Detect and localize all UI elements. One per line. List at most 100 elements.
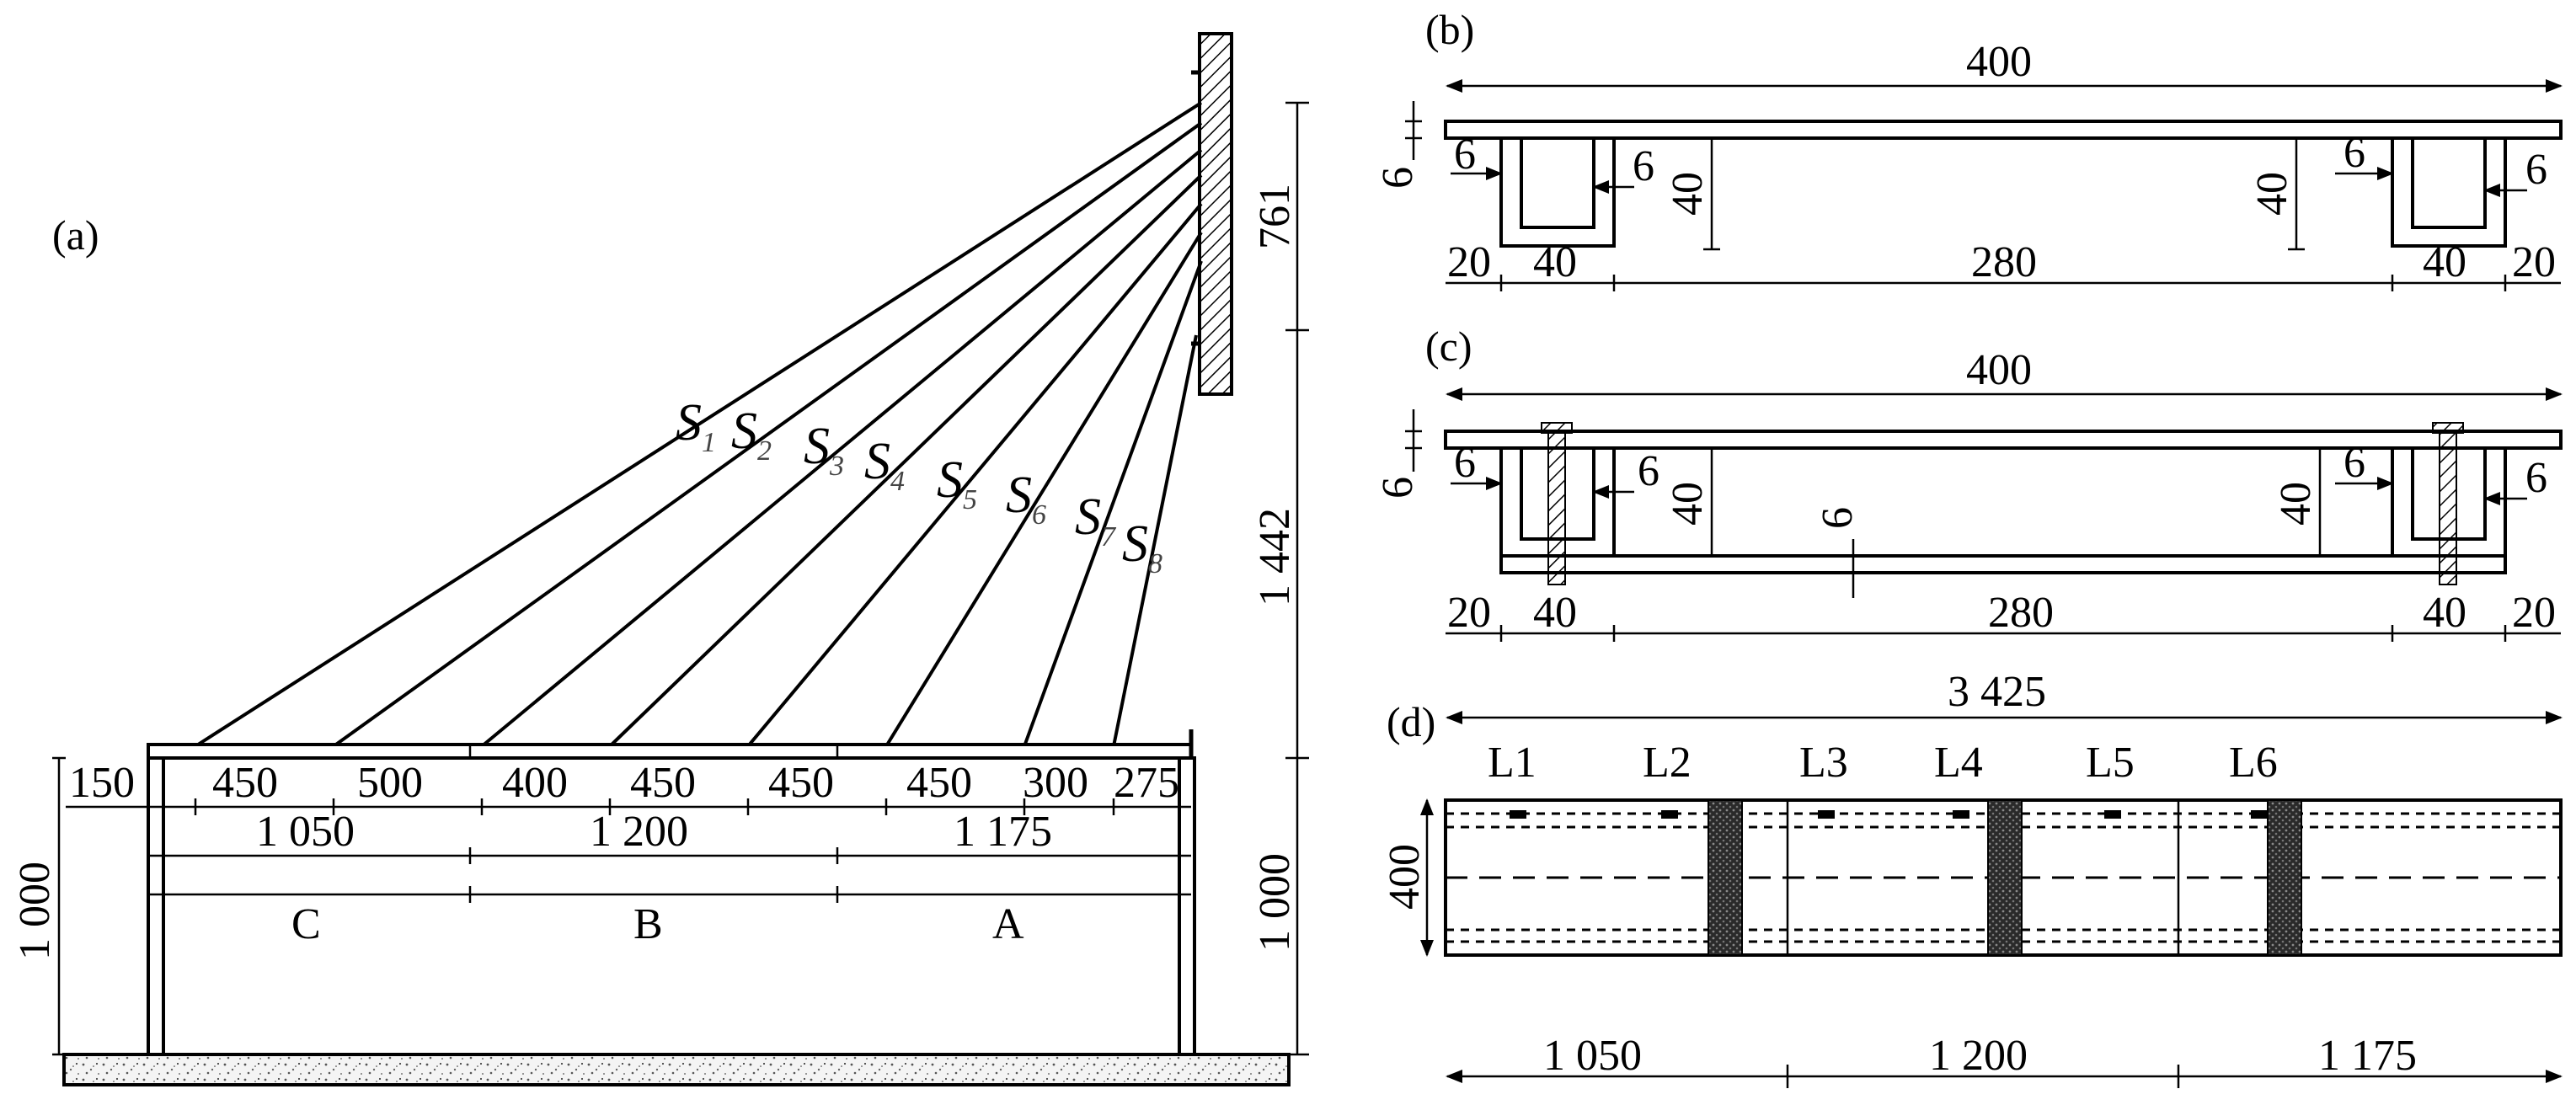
b-right-web-outer: 6	[2344, 129, 2365, 177]
cable-s1	[194, 101, 1203, 748]
c-bottom-20-right: 20	[2512, 589, 2556, 637]
c-width-label: 400	[1966, 346, 2032, 394]
sensor-l2: L2	[1643, 739, 1692, 787]
tower-upper-label: 761	[1251, 184, 1299, 249]
spacing-450-1: 450	[212, 759, 278, 807]
spacing-275: 275	[1114, 759, 1179, 807]
cable-labels: S1 S2 S3 S4 S5 S6 S7 S8	[676, 394, 1162, 579]
spacing-labels: 150 450 500 400 450 450 450 300 275	[69, 759, 1179, 807]
cable-s4	[608, 173, 1203, 748]
b-left-rib-height: 40	[1664, 172, 1712, 216]
spacing-450-4: 450	[906, 759, 972, 807]
c-left-web-outer: 6	[1454, 439, 1476, 487]
d-crossbeam-1	[1708, 799, 1743, 956]
c-left-bolt	[1541, 422, 1573, 585]
panel-a: (a) S1 S2 S3 S4 S5 S6 S7 S8	[11, 32, 1309, 1086]
c-bottom-40-left: 40	[1533, 589, 1577, 637]
spacing-300: 300	[1023, 759, 1088, 807]
sensor-l6: L6	[2229, 739, 2278, 787]
panel-a-label: (a)	[52, 211, 99, 259]
spacing-400: 400	[502, 759, 568, 807]
cable-label-s4: S4	[864, 433, 905, 497]
left-pier	[147, 756, 165, 1056]
b-left-web-inner: 6	[1633, 142, 1654, 190]
c-bottom-280: 280	[1988, 589, 2054, 637]
c-bottom-plate-thickness: 6	[1814, 507, 1862, 529]
d-length-label: 3 425	[1948, 668, 2046, 716]
d-width-label: 400	[1381, 844, 1429, 910]
span-b-length: 1 200	[590, 808, 688, 856]
spacing-500: 500	[357, 759, 423, 807]
sensor-marker-l3	[1818, 810, 1835, 819]
segment-b: B	[633, 900, 663, 948]
c-top-flange	[1444, 430, 2563, 450]
b-left-web-outer: 6	[1454, 131, 1476, 179]
panel-c-label: (c)	[1425, 323, 1472, 370]
b-top-flange	[1444, 120, 2563, 140]
c-bottom-40-right: 40	[2423, 589, 2466, 637]
d-crossbeam-3	[2267, 799, 2302, 956]
span-a-length: 1 175	[954, 808, 1052, 856]
c-bottom-plate	[1499, 554, 2507, 574]
panel-d-label: (d)	[1387, 698, 1435, 745]
tower-lower-label: 1 442	[1251, 508, 1299, 606]
spacing-ticks	[194, 798, 1115, 815]
sensor-marker-l1	[1510, 810, 1526, 819]
c-left-rib-height: 40	[1664, 482, 1712, 526]
b-bottom-20-right: 20	[2512, 238, 2556, 286]
cable-label-s5: S5	[937, 451, 977, 515]
cable-label-s3: S3	[804, 418, 844, 482]
c-right-rib-height: 40	[2272, 482, 2320, 526]
left-height-label: 1 000	[11, 862, 59, 960]
cable-label-s7: S7	[1075, 488, 1117, 552]
segment-a: A	[992, 900, 1024, 948]
c-bottom-20-left: 20	[1447, 589, 1491, 637]
c-right-web-inner: 6	[2525, 454, 2547, 502]
span-ticks	[468, 847, 839, 864]
cable-s2	[332, 121, 1203, 748]
right-height-label: 1 000	[1251, 853, 1299, 952]
span-c-length: 1 050	[256, 808, 355, 856]
sensor-marker-l2	[1661, 810, 1678, 819]
bridge-deck	[147, 743, 1193, 760]
b-flange-thickness: 6	[1374, 167, 1422, 189]
d-span-1200: 1 200	[1929, 1032, 2028, 1080]
cable-s7	[1023, 260, 1203, 747]
cable-label-s8: S8	[1122, 515, 1162, 579]
cable-label-s1: S1	[676, 394, 716, 458]
panel-c: (c) 400 6 6 6 6 6 40 40	[1374, 323, 2563, 642]
spacing-150: 150	[69, 759, 135, 807]
sensor-marker-l5	[2104, 810, 2121, 819]
segment-ticks	[468, 886, 839, 903]
cable-s3	[480, 148, 1203, 748]
sensor-l4: L4	[1934, 739, 1983, 787]
cable-s8	[1112, 334, 1198, 747]
b-bottom-40-left: 40	[1533, 238, 1577, 286]
cable-s6	[884, 231, 1203, 748]
panel-b-label: (b)	[1425, 6, 1474, 53]
d-span-1050: 1 050	[1543, 1032, 1642, 1080]
spacing-450-2: 450	[630, 759, 696, 807]
right-pier	[1178, 756, 1196, 1056]
tower	[1198, 32, 1233, 396]
b-width-label: 400	[1966, 38, 2032, 86]
cable-label-s6: S6	[1006, 467, 1046, 531]
c-flange-thickness: 6	[1374, 477, 1422, 499]
ground	[62, 1053, 1291, 1086]
segment-c: C	[291, 900, 321, 948]
d-span-1175: 1 175	[2318, 1032, 2417, 1080]
sensor-l5: L5	[2086, 739, 2135, 787]
sensor-l3: L3	[1799, 739, 1848, 787]
c-right-bolt	[2432, 422, 2464, 585]
panel-b: (b) 400 6 6 6 6 6 40 40	[1374, 6, 2563, 291]
stay-cables	[194, 101, 1203, 748]
c-right-web-outer: 6	[2344, 439, 2365, 487]
b-bottom-280: 280	[1971, 238, 2037, 286]
b-bottom-20-left: 20	[1447, 238, 1491, 286]
b-right-web-inner: 6	[2525, 146, 2547, 194]
cable-label-s2: S2	[731, 403, 772, 467]
b-right-rib	[2391, 138, 2507, 248]
sensor-l1: L1	[1488, 739, 1537, 787]
sensor-marker-l4	[1953, 810, 1969, 819]
